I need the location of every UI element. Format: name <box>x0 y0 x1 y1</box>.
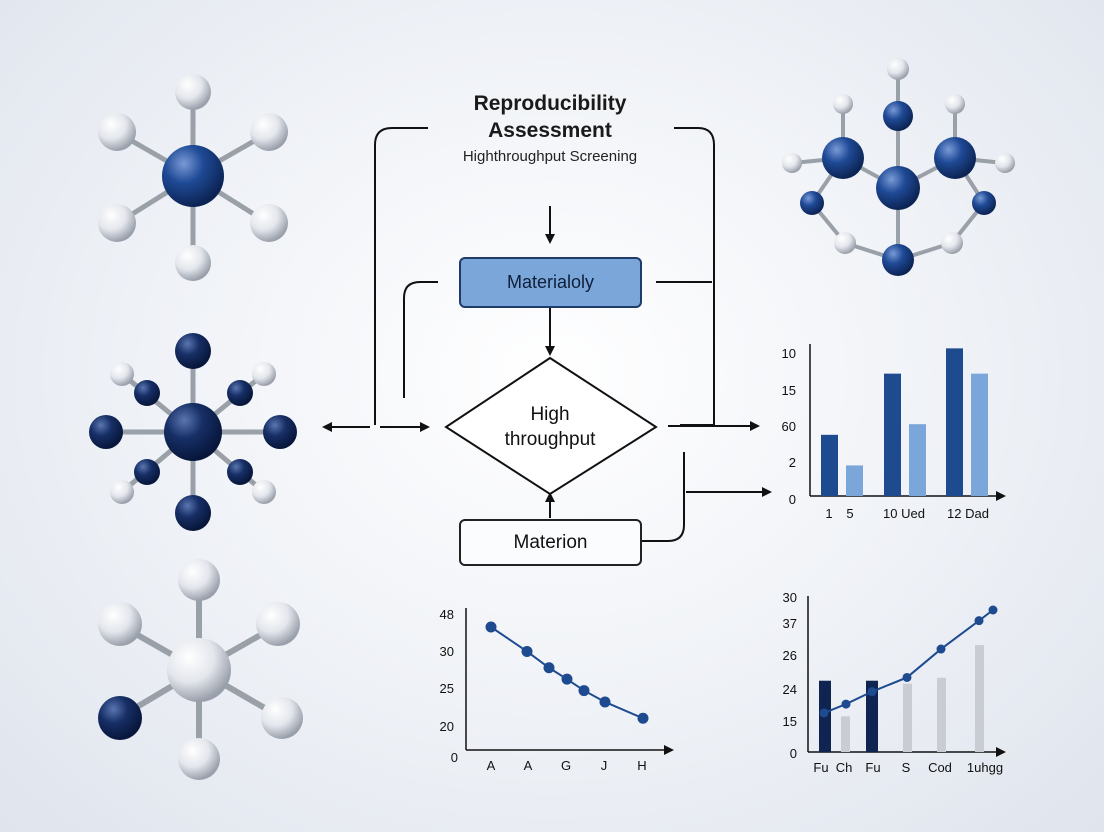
chart1-ytick: 60 <box>782 419 796 434</box>
chart2-ytick: 0 <box>451 750 458 765</box>
chart1-xtick: 1 <box>825 506 832 521</box>
chart1-bar <box>971 373 988 496</box>
bar-chart-right: 10 15 60 2 0 1 5 10 Ued 12 Dad <box>782 344 1006 521</box>
chart1-xtick: 12 Dad <box>947 506 989 521</box>
diagram-subtitle: Highthroughput Screening <box>462 148 638 165</box>
chart2-ytick: 20 <box>440 719 454 734</box>
molecule-mid-left <box>89 333 297 531</box>
chart2-point <box>543 662 555 674</box>
chart2-xtick: H <box>637 758 646 773</box>
diamond-label-line-2: throughput <box>504 429 596 450</box>
chart2-point <box>521 645 533 657</box>
combo-chart-bottom-right: 30 37 26 24 15 0 Fu Ch Fu S Cod 1uhgg <box>783 590 1006 775</box>
chart1-ytick: 2 <box>789 455 796 470</box>
chart3-ytick: 26 <box>783 648 797 663</box>
chart1-bar <box>846 465 863 496</box>
chart3-bar-light <box>937 677 946 752</box>
title-line-2: Assessment <box>488 119 612 142</box>
chart3-bar-dark <box>866 680 878 752</box>
molecule-top-left <box>98 74 288 281</box>
chart2-point <box>599 696 611 708</box>
flow-connectors <box>374 127 715 542</box>
chart3-ytick: 0 <box>790 746 797 761</box>
molecule-bottom-left <box>98 559 303 780</box>
chart3-point <box>902 672 912 682</box>
process-box-top: Materialoly <box>459 257 642 308</box>
chart1-bar <box>909 424 926 496</box>
chart2-xtick: A <box>524 758 533 773</box>
title-line-1: Reproducibility <box>473 92 627 115</box>
chart3-point <box>988 605 998 615</box>
chart2-point <box>637 712 649 724</box>
chart1-xtick: 5 <box>846 506 853 521</box>
chart3-point <box>936 644 946 654</box>
process-box-top-label: Materialoly <box>506 272 595 292</box>
line-chart-bottom: 48 30 25 20 0 A A G J H <box>440 607 674 773</box>
chart3-xtick: Cod <box>928 760 952 775</box>
chart3-point <box>867 687 877 697</box>
chart1-xtick: 10 Ued <box>883 506 925 521</box>
chart3-bar-light <box>903 683 912 752</box>
process-box-bottom-label: Materion <box>513 531 588 553</box>
chart2-series-line <box>490 626 644 720</box>
chart1-ytick: 0 <box>789 492 796 507</box>
chart2-point <box>578 685 590 697</box>
chart3-xtick: S <box>902 760 911 775</box>
flow-arrows <box>322 206 772 518</box>
process-box-bottom: Materion <box>459 519 642 566</box>
chart3-xtick: Fu <box>865 760 880 775</box>
chart3-bar-light <box>975 645 984 752</box>
chart1-ytick: 15 <box>782 383 796 398</box>
chart1-bar <box>821 434 838 496</box>
chart3-point <box>974 616 984 626</box>
chart3-ytick: 30 <box>783 590 797 605</box>
chart1-ytick: 10 <box>782 346 796 361</box>
chart2-ytick: 30 <box>440 644 454 659</box>
diamond-label-line-1: High <box>530 404 570 425</box>
chart3-xtick: Ch <box>836 760 853 775</box>
chart1-bar <box>946 348 963 496</box>
chart2-xtick: A <box>487 758 496 773</box>
chart3-xtick: Fu <box>813 760 828 775</box>
chart3-point <box>819 708 829 718</box>
chart3-ytick: 37 <box>783 616 797 631</box>
chart3-ytick: 15 <box>783 714 797 729</box>
chart3-bar-light <box>841 716 850 752</box>
chart3-point <box>841 699 851 709</box>
diamond-label: High throughput <box>470 402 630 452</box>
decision-diamond <box>444 356 658 496</box>
chart2-point <box>561 673 573 685</box>
chart2-ytick: 48 <box>440 607 454 622</box>
chart3-ytick: 24 <box>783 682 797 697</box>
chart2-point <box>485 621 497 633</box>
diagram-title: Reproducibility Assessment <box>400 90 700 144</box>
chart1-bar <box>884 373 901 496</box>
chart2-xtick: G <box>561 758 571 773</box>
chart2-xtick: J <box>601 758 608 773</box>
chart3-xtick: 1uhgg <box>967 760 1003 775</box>
molecule-top-right <box>782 58 1015 276</box>
chart2-ytick: 25 <box>440 681 454 696</box>
